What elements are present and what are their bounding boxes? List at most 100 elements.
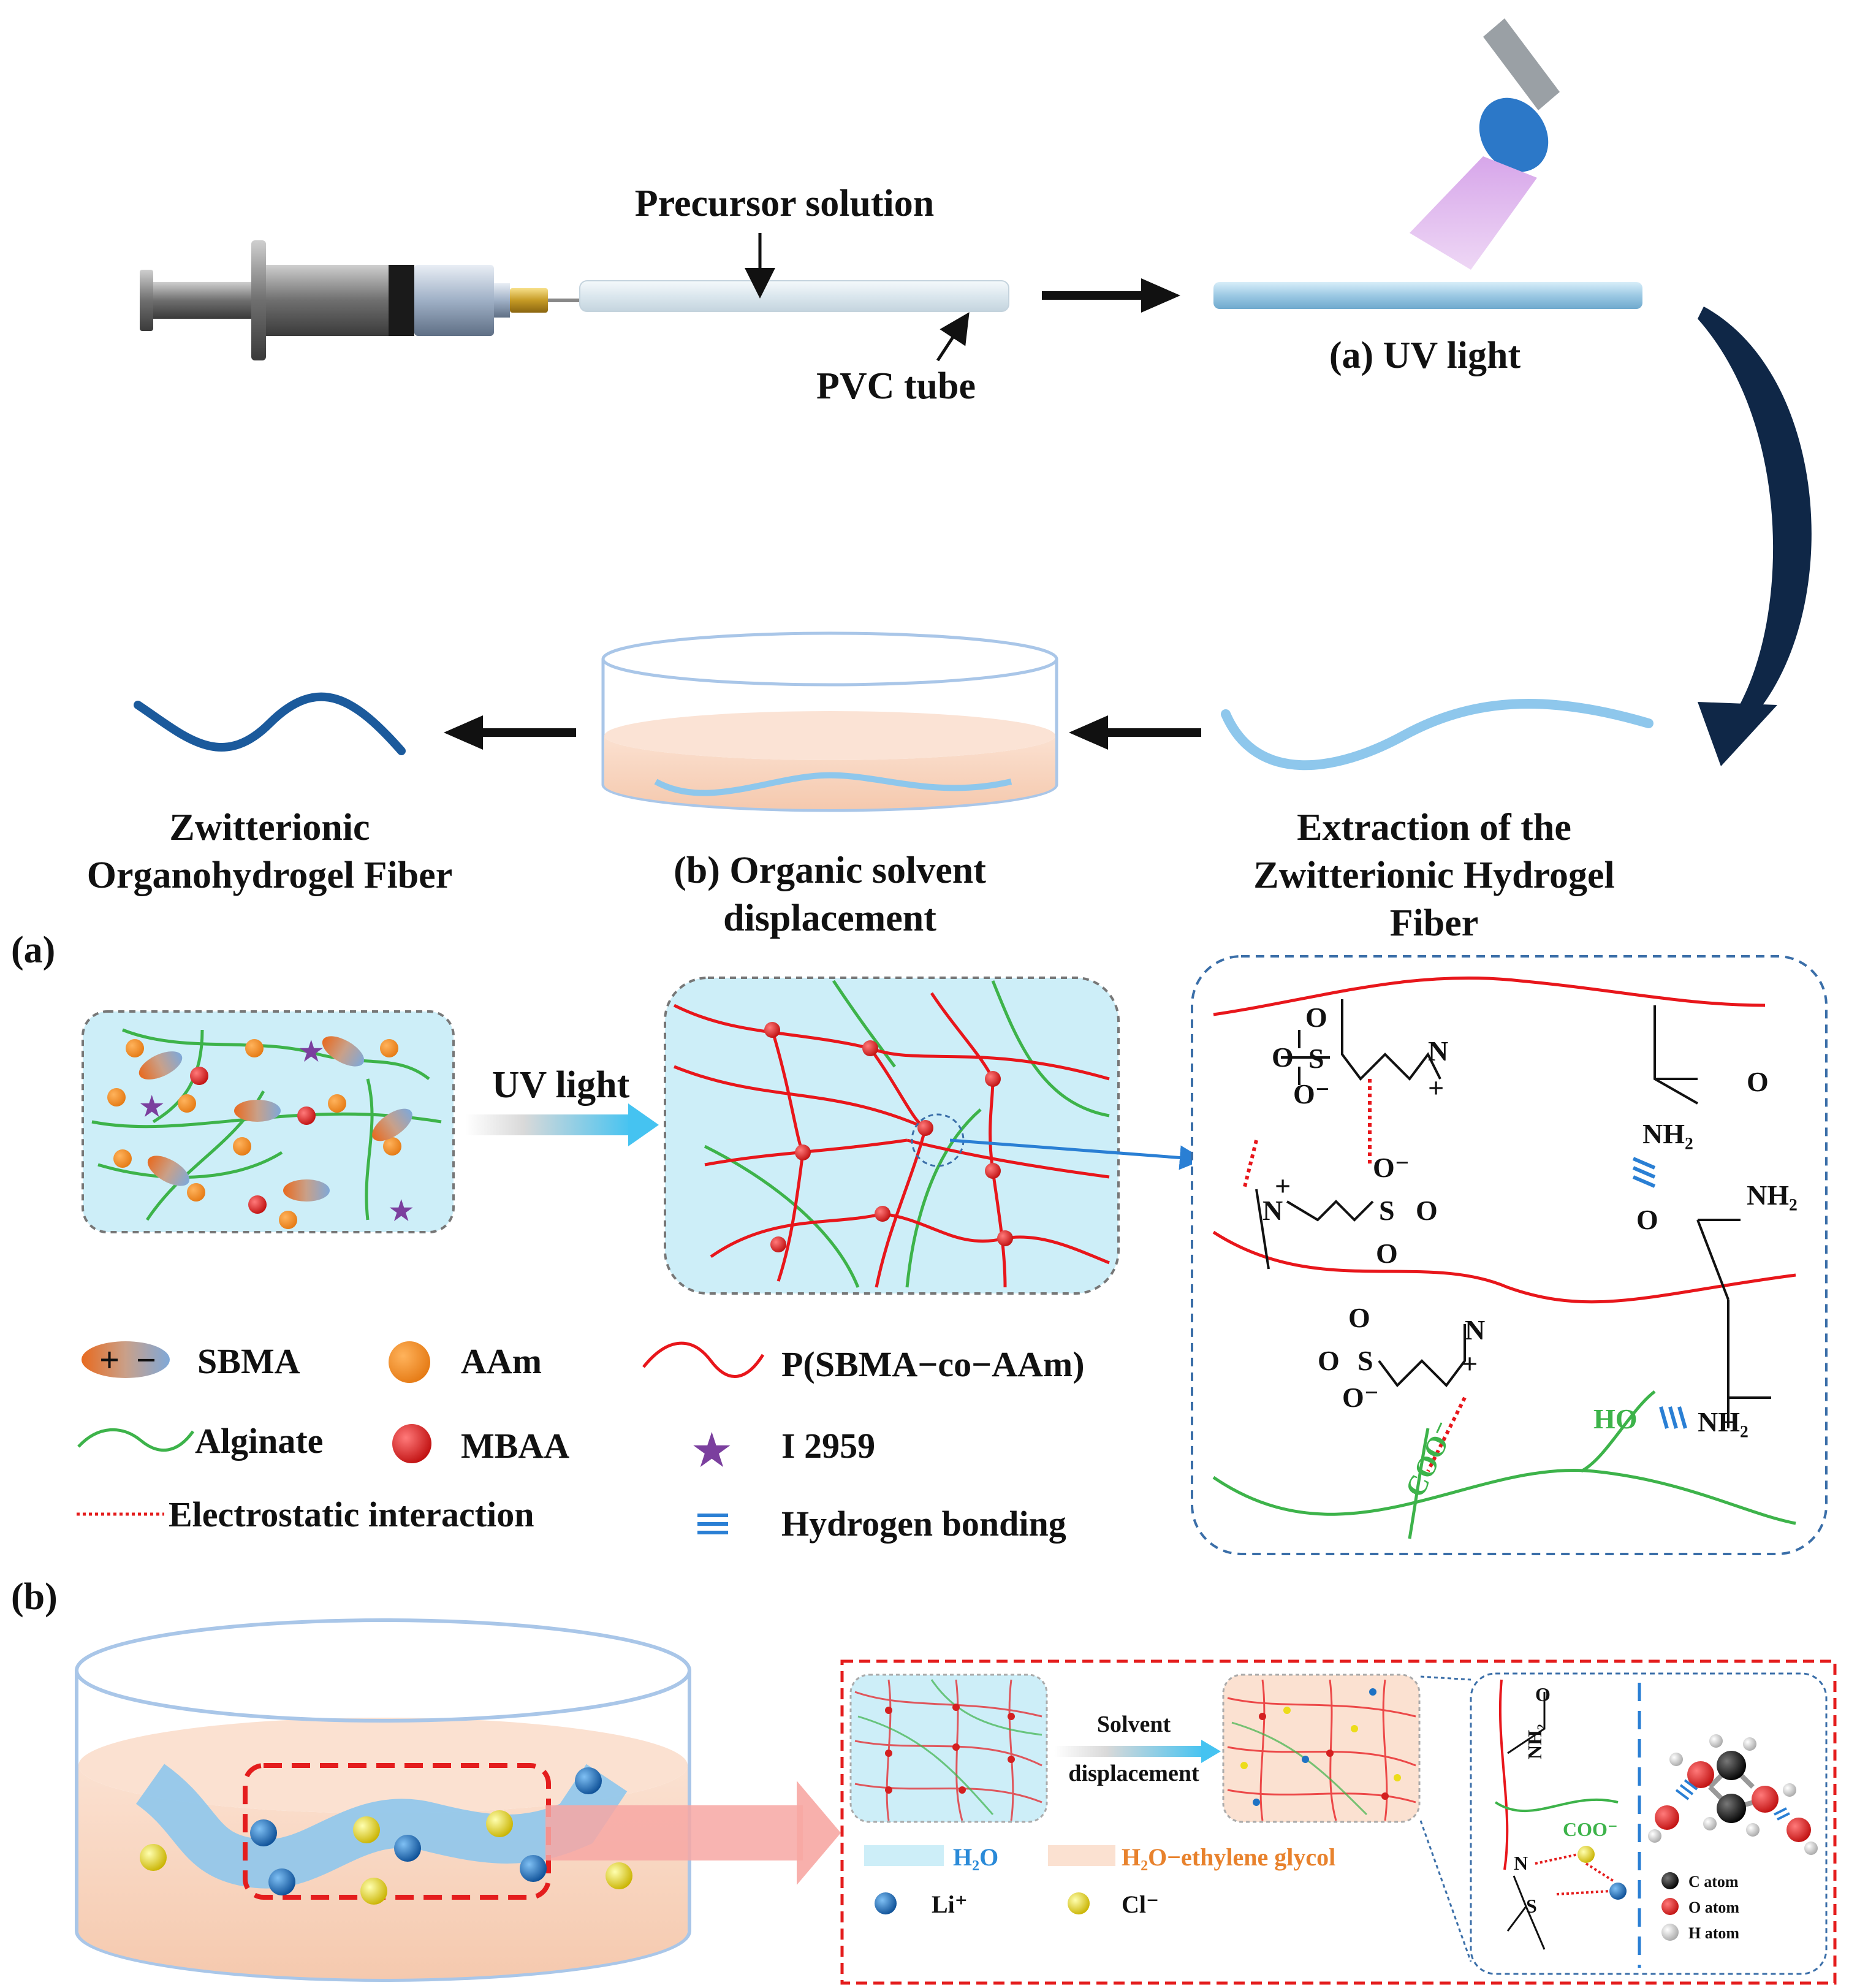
chem-n-2: N (1262, 1195, 1283, 1226)
chem-o-1: O (1305, 1002, 1327, 1033)
arrow-left-icon-2 (444, 715, 576, 750)
legend-aam: AAm (389, 1341, 542, 1383)
chem-s-1: S (1308, 1043, 1324, 1074)
svg-text:★: ★ (389, 1196, 413, 1226)
uv-label: (a) UV light (1329, 335, 1521, 376)
chem-plus-2: + (1275, 1170, 1291, 1202)
atom-h-label: H atom (1688, 1924, 1739, 1942)
b-chem-coo: COO⁻ (1563, 1818, 1618, 1840)
b-chem-n: N (1514, 1852, 1528, 1874)
atom-legend: C atom O atom H atom (1661, 1872, 1739, 1942)
svg-text:★: ★ (140, 1092, 164, 1122)
legend-cl-label: Cl⁻ (1122, 1891, 1159, 1918)
chem-o-4: O (1416, 1195, 1438, 1226)
star-icon: ★ (693, 1428, 731, 1475)
big-pink-arrow-icon (545, 1781, 841, 1885)
chem-nh2-2: NH₂ (1747, 1179, 1798, 1211)
legend-water-swatch (864, 1845, 944, 1866)
displacement-label-line1: (b) Organic solvent (674, 850, 986, 891)
chem-s-2: S (1379, 1195, 1395, 1226)
legend-li-icon (875, 1892, 897, 1914)
organohydrogel-fiber (134, 692, 406, 755)
chem-o-8: O (1318, 1345, 1340, 1376)
legend-electrostatic: Electrostatic interaction (77, 1495, 534, 1534)
zoom-pointer (949, 1138, 1204, 1170)
chem-n-1: N (1428, 1035, 1448, 1067)
product-label-line1: Zwitterionic (169, 807, 370, 848)
legend-mixture-label: H₂O−ethylene glycol (1122, 1843, 1335, 1871)
b-chem-nh2: NH₂ (1524, 1724, 1546, 1759)
b-chem-s: S (1526, 1895, 1537, 1917)
b-chem-o: O (1535, 1683, 1551, 1705)
uv-gradient-arrow-icon (466, 1103, 659, 1146)
legend-copolymer: P(SBMA−co−AAm) (642, 1341, 1085, 1384)
pvc-tube (579, 280, 1009, 312)
legend-electrostatic-label: Electrostatic interaction (169, 1495, 534, 1534)
chem-plus-3: + (1462, 1348, 1478, 1379)
uv-fiber (1213, 282, 1642, 309)
legend-sbma-minus: − (136, 1340, 156, 1380)
chem-plus-1: + (1428, 1072, 1444, 1103)
chem-ominus-1: O⁻ (1293, 1078, 1330, 1110)
chem-o-3: O (1747, 1066, 1769, 1097)
large-dish-icon (75, 1618, 691, 1982)
chem-o-6: O (1636, 1204, 1658, 1235)
legend-li-label: Li⁺ (932, 1891, 968, 1918)
legend-sbma-plus: + (99, 1340, 120, 1380)
legend-mbaa-label: MBAA (461, 1426, 569, 1466)
chem-ho: HO (1593, 1403, 1638, 1434)
interaction-zoom-box: O O S O⁻ N + O NH₂ N + S O⁻ O O NH₂ O O … (1191, 955, 1828, 1555)
panel-a-tag: (a) (11, 929, 55, 971)
atom-c-label: C atom (1688, 1873, 1739, 1891)
chem-o-2: O (1272, 1042, 1294, 1073)
product-label-line2: Organohydrogel Fiber (87, 855, 452, 896)
chem-n-3: N (1465, 1314, 1485, 1346)
petri-dish-icon (601, 631, 1058, 812)
extraction-label-line2: Zwitterionic Hydrogel (1253, 855, 1614, 896)
network-box (664, 977, 1120, 1295)
legend-mixture-swatch (1048, 1845, 1115, 1866)
extraction-label-line1: Extraction of the (1297, 807, 1571, 848)
tube-pointer (936, 312, 970, 362)
arrow-right-icon (1042, 278, 1180, 313)
monomer-box: ★ ★ ★ (82, 1010, 455, 1233)
chem-o-5: O (1376, 1238, 1398, 1269)
uv-lamp-icon (1410, 18, 1560, 270)
legend-aam-label: AAm (461, 1341, 542, 1381)
chem-ominus-2: O⁻ (1373, 1152, 1410, 1183)
legend-i2959-label: I 2959 (781, 1426, 875, 1466)
ethylene-glycol-model (1648, 1734, 1818, 1855)
tube-label: PVC tube (816, 365, 976, 407)
displacement-label-line2: displacement (723, 897, 936, 939)
chem-ominus-3: O⁻ (1342, 1382, 1379, 1413)
chem-o-7: O (1348, 1302, 1370, 1333)
legend-alginate: Alginate (77, 1421, 323, 1461)
uv-arrow-label: UV light (492, 1064, 630, 1106)
atom-o-label: O atom (1688, 1899, 1739, 1916)
legend-i2959: ★ I 2959 (693, 1426, 875, 1475)
solvent-arrow-label-1: Solvent (1097, 1712, 1171, 1737)
legend-mbaa: MBAA (392, 1424, 569, 1466)
legend-hbond-label: Hydrogen bonding (781, 1504, 1066, 1544)
hydrogel-fiber (1221, 698, 1653, 771)
arrow-left-icon (1069, 715, 1201, 750)
legend-water-label: H₂O (953, 1843, 998, 1871)
legend-cl-icon (1068, 1892, 1090, 1914)
solvent-arrow-icon (1054, 1746, 1204, 1757)
legend-hbond: Hydrogen bonding (697, 1504, 1066, 1544)
curved-arrow-icon (1698, 307, 1812, 766)
solvent-arrow-label-2: displacement (1068, 1761, 1199, 1786)
chem-nh2-3: NH₂ (1698, 1406, 1748, 1438)
chem-nh2-1: NH₂ (1642, 1118, 1693, 1149)
legend-copolymer-label: P(SBMA−co−AAm) (781, 1344, 1085, 1384)
panel-b-tag: (b) (11, 1576, 58, 1618)
chem-s-3: S (1357, 1345, 1373, 1376)
svg-text:★: ★ (299, 1037, 323, 1067)
extraction-label-line3: Fiber (1390, 902, 1479, 944)
legend-alginate-label: Alginate (195, 1421, 323, 1461)
syringe-icon (140, 240, 613, 360)
legend-sbma: + − SBMA (82, 1340, 300, 1381)
precursor-label: Precursor solution (635, 183, 935, 224)
legend-sbma-label: SBMA (197, 1341, 300, 1381)
